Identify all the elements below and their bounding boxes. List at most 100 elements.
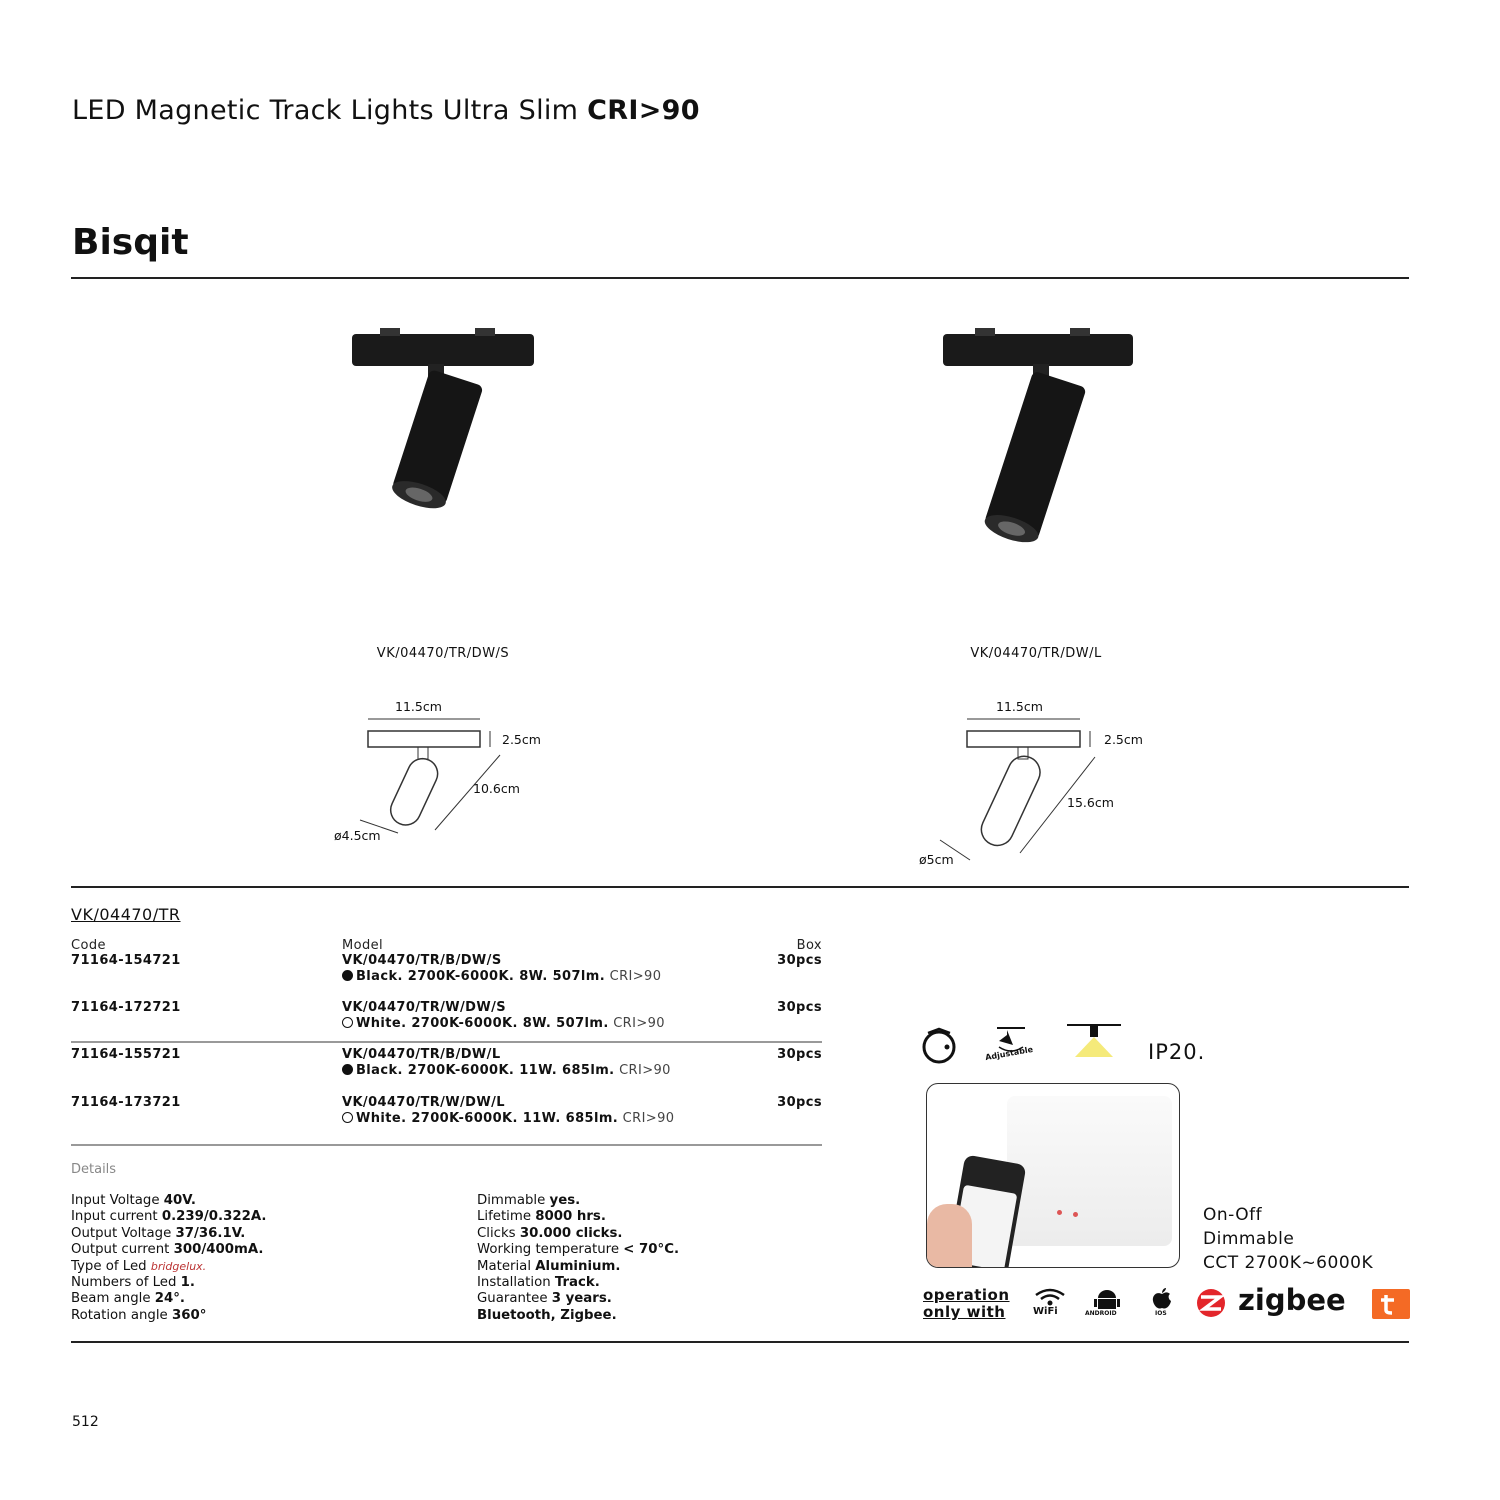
details-right: Dimmable yes.Lifetime 8000 hrs.Clicks 30…	[477, 1193, 679, 1324]
feature-on-off: On-Off	[1203, 1205, 1263, 1225]
white-dot-icon	[342, 1017, 353, 1028]
subtitle-text: LED Magnetic Track Lights Ultra Slim	[72, 95, 579, 126]
divider	[71, 277, 1409, 279]
dim-diameter-long: ø5cm	[919, 852, 954, 867]
detail-item: Clicks 30.000 clicks.	[477, 1226, 679, 1242]
detail-item: Lifetime 8000 hrs.	[477, 1209, 679, 1225]
detail-key: Output current	[71, 1242, 170, 1258]
row-cri: CRI>90	[613, 1016, 665, 1031]
operation-line1: operation	[923, 1286, 1010, 1304]
row-spec: White. 2700K-6000K. 8W. 507lm.	[356, 1016, 609, 1031]
detail-key: Rotation angle	[71, 1307, 168, 1323]
operation-line2: only with	[923, 1303, 1006, 1321]
detail-value: yes.	[549, 1193, 581, 1208]
detail-key: Beam angle	[71, 1291, 151, 1307]
row-model: VK/04470/TR/B/DW/L	[342, 1047, 501, 1062]
hand	[927, 1204, 972, 1267]
row-model: VK/04470/TR/W/DW/L	[342, 1095, 505, 1110]
black-dot-icon	[342, 1064, 353, 1075]
led-dot	[1073, 1212, 1078, 1217]
detail-value: Track.	[554, 1275, 600, 1291]
wifi-icon	[1035, 1288, 1065, 1306]
detail-key: Working temperature	[477, 1242, 620, 1258]
row-description: Black. 2700K-6000K. 11W. 685lm. CRI>90	[342, 1063, 671, 1078]
led-dot	[1057, 1210, 1062, 1215]
wifi-label: WiFi	[1033, 1306, 1058, 1317]
detail-item: Numbers of Led 1.	[71, 1275, 266, 1291]
zigbee-label: zigbee	[1238, 1283, 1346, 1317]
row-model: VK/04470/TR/B/DW/S	[342, 953, 502, 968]
detail-key: Clicks	[477, 1225, 516, 1241]
apple-icon	[1152, 1288, 1171, 1309]
detail-value: 3 years.	[551, 1291, 612, 1307]
row-spec: Black. 2700K-6000K. 11W. 685lm.	[356, 1063, 615, 1078]
detail-value: 360°	[171, 1307, 207, 1323]
dim-length-long: 15.6cm	[1067, 795, 1114, 810]
white-dot-icon	[342, 1112, 353, 1123]
tuya-logo-icon	[1372, 1289, 1410, 1319]
col-model: Model	[342, 938, 384, 953]
dim-length-short: 10.6cm	[473, 781, 520, 796]
ip-rating: IP20.	[1148, 1040, 1206, 1064]
col-code: Code	[71, 938, 106, 953]
dim-height-short: 2.5cm	[502, 732, 541, 747]
detail-item: Output current 300/400mA.	[71, 1242, 266, 1258]
row-code: 71164-172721	[71, 1000, 181, 1015]
detail-value: 1.	[180, 1275, 195, 1291]
zigbee-logo-icon	[1197, 1289, 1226, 1317]
row-cri: CRI>90	[619, 1063, 671, 1078]
row-divider	[71, 1041, 822, 1043]
page-subtitle: LED Magnetic Track Lights Ultra Slim CRI…	[72, 95, 700, 126]
product-image-short	[352, 328, 534, 509]
gateway-device	[1007, 1096, 1172, 1246]
row-box: 30pcs	[777, 953, 822, 968]
android-label: ANDROID	[1085, 1310, 1117, 1317]
detail-item: Beam angle 24°.	[71, 1291, 266, 1307]
detail-value: Aluminium.	[535, 1258, 621, 1274]
detail-item: Dimmable yes.	[477, 1193, 679, 1209]
detail-key: Output Voltage	[71, 1225, 172, 1241]
row-spec: White. 2700K-6000K. 11W. 685lm.	[356, 1111, 619, 1126]
product-image-long	[943, 328, 1133, 543]
detail-key: Lifetime	[477, 1209, 532, 1225]
dim-width-short: 11.5cm	[395, 699, 442, 714]
row-description: Black. 2700K-6000K. 8W. 507lm. CRI>90	[342, 969, 661, 984]
detail-key: Guarantee	[477, 1291, 548, 1307]
row-cri: CRI>90	[622, 1111, 675, 1126]
table-heading: VK/04470/TR	[71, 905, 181, 924]
detail-value: 8000 hrs.	[535, 1209, 606, 1225]
row-model: VK/04470/TR/W/DW/S	[342, 1000, 507, 1015]
col-box: Box	[796, 938, 822, 953]
detail-item: Output Voltage 37/36.1V.	[71, 1226, 266, 1242]
dim-height-long: 2.5cm	[1104, 732, 1143, 747]
dimension-drawing-short	[359, 718, 501, 834]
detail-key: Dimmable	[477, 1193, 546, 1208]
detail-item: Installation Track.	[477, 1275, 679, 1291]
detail-value: 30.000 clicks.	[519, 1225, 623, 1241]
detail-item: Input Voltage 40V.	[71, 1193, 266, 1209]
feature-cct: CCT 2700K~6000K	[1203, 1253, 1374, 1273]
dim-diameter-short: ø4.5cm	[334, 828, 381, 843]
detail-key: Type of Led	[71, 1258, 147, 1274]
beam-angle-icon	[1067, 1024, 1121, 1057]
row-description: White. 2700K-6000K. 8W. 507lm. CRI>90	[342, 1016, 665, 1031]
detail-value: 300/400mA.	[173, 1242, 264, 1258]
row-spec: Black. 2700K-6000K. 8W. 507lm.	[356, 969, 606, 984]
row-divider	[71, 1144, 822, 1146]
detail-item: Bluetooth, Zigbee.	[477, 1308, 679, 1324]
detail-item: Guarantee 3 years.	[477, 1291, 679, 1307]
detail-value: 40V.	[163, 1193, 196, 1208]
gateway-image	[926, 1083, 1180, 1268]
divider	[71, 886, 1409, 888]
detail-key: Numbers of Led	[71, 1275, 177, 1291]
row-box: 30pcs	[777, 1047, 822, 1062]
row-box: 30pcs	[777, 1095, 822, 1110]
dim-width-long: 11.5cm	[996, 699, 1043, 714]
detail-item: Input current 0.239/0.322A.	[71, 1209, 266, 1225]
row-code: 71164-173721	[71, 1095, 181, 1110]
detail-item: Type of Led bridgelux.	[71, 1259, 266, 1275]
row-description: White. 2700K-6000K. 11W. 685lm. CRI>90	[342, 1111, 674, 1126]
detail-value: 0.239/0.322A.	[161, 1209, 267, 1225]
detail-item: Working temperature < 70°C.	[477, 1242, 679, 1258]
